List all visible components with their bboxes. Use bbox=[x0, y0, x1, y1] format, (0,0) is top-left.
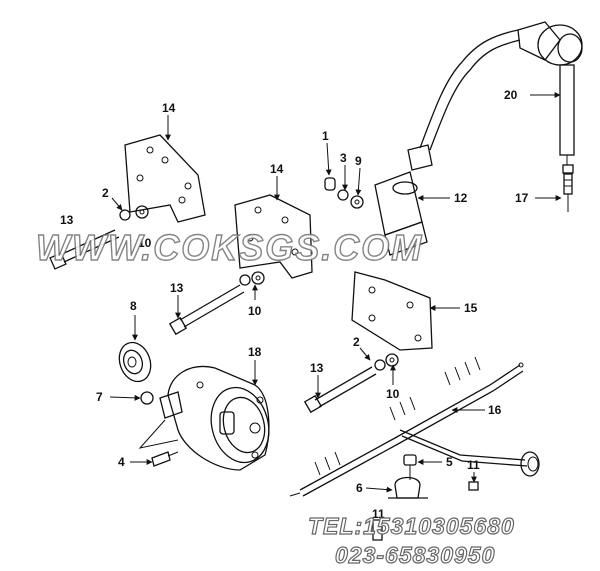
callout-13-lower: 13 bbox=[310, 361, 324, 375]
callout-2-upper: 2 bbox=[102, 186, 109, 200]
callout-1: 1 bbox=[322, 129, 329, 143]
callout-3: 3 bbox=[340, 151, 347, 165]
callout-8: 8 bbox=[130, 299, 137, 313]
callout-11-left: 11 bbox=[372, 507, 385, 521]
bolts-13 bbox=[49, 229, 377, 414]
callout-14-middle: 14 bbox=[270, 162, 284, 176]
alternator-18 bbox=[159, 366, 270, 471]
callout-11-right: 11 bbox=[467, 458, 480, 472]
callout-15: 15 bbox=[464, 301, 478, 315]
callout-18: 18 bbox=[248, 345, 262, 359]
callout-5: 5 bbox=[446, 455, 453, 469]
callout-10-middle: 10 bbox=[248, 304, 262, 318]
bracket-15 bbox=[351, 271, 433, 351]
callout-6: 6 bbox=[356, 481, 363, 495]
callout-labels: 14 2 13 10 14 1 3 9 12 20 17 13 10 15 8 … bbox=[60, 88, 529, 521]
wiring-harness-16 bbox=[289, 356, 540, 497]
callout-9: 9 bbox=[355, 154, 362, 168]
callout-20: 20 bbox=[504, 88, 518, 102]
callout-17: 17 bbox=[515, 191, 529, 205]
pulley-8 bbox=[118, 341, 152, 383]
nut-7-and-bolt-4 bbox=[138, 391, 179, 467]
callout-2-lower: 2 bbox=[353, 335, 360, 349]
callout-10-upper: 10 bbox=[138, 236, 152, 250]
nuts-and-washers bbox=[119, 177, 399, 371]
watermark-text: WWW.COKSGS.COM bbox=[36, 227, 423, 268]
contact-phone: 023-65830950 bbox=[335, 542, 495, 568]
callout-12: 12 bbox=[454, 191, 468, 205]
callout-4: 4 bbox=[118, 455, 125, 469]
callout-13-middle: 13 bbox=[170, 281, 184, 295]
callout-10-lower: 10 bbox=[386, 387, 400, 401]
leader-lines bbox=[109, 92, 562, 493]
connector-housing-12 bbox=[374, 144, 433, 256]
callout-14-left: 14 bbox=[162, 101, 176, 115]
callout-13-upper: 13 bbox=[60, 213, 74, 227]
callout-7: 7 bbox=[96, 390, 103, 404]
contact-tel: TEL:15310305680 bbox=[308, 513, 515, 539]
callout-16: 16 bbox=[488, 403, 502, 417]
sensor-assembly-20 bbox=[419, 21, 583, 212]
